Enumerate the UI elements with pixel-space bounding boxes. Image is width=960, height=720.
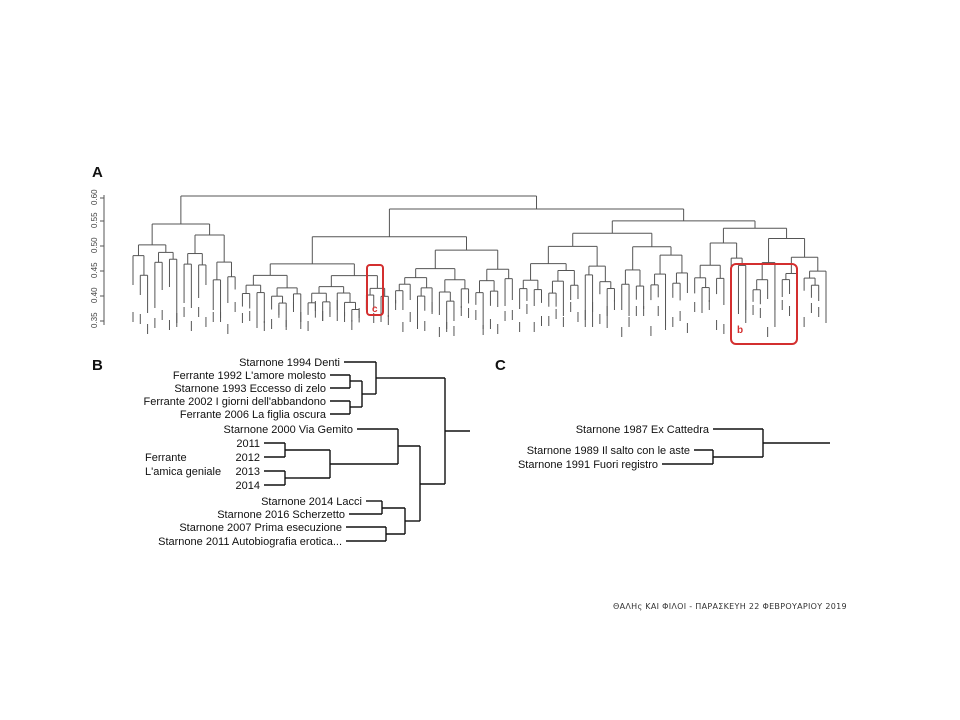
panel-a-dendrogram <box>132 195 827 337</box>
y-tick-label: 0.50 <box>90 237 99 253</box>
panel-a-label: A <box>92 164 103 181</box>
panel-b-leaf-label: Starnone 1994 Denti <box>239 357 340 369</box>
panel-b-leaf-label: Ferrante 2002 I giorni dell'abbandono <box>143 396 326 408</box>
y-tick-label: 0.45 <box>90 262 99 278</box>
panel-b-leaf-label: 2013 <box>236 466 260 478</box>
y-tick-label: 0.40 <box>90 287 99 303</box>
panel-b-leaf-label: 2014 <box>236 480 260 492</box>
y-tick-label: 0.55 <box>90 212 99 228</box>
panel-c-dendrogram <box>662 428 830 465</box>
slide-footer: ΘΑΛΗς ΚΑΙ ΦΙΛΟΙ - ΠΑΡΑΣΚΕΥΗ 22 ΦΕΒΡΟΥΑΡΙ… <box>613 602 847 611</box>
panel-b-leaf-label: 2011 <box>236 438 260 450</box>
panel-b-leaf-label: Starnone 2014 Lacci <box>261 496 362 508</box>
panel-b-leaf-label: Ferrante 2006 La figlia oscura <box>180 409 327 421</box>
panel-b-leaf-label: Ferrante 1992 L'amore molesto <box>173 370 326 382</box>
panel-c-leaf-label: Starnone 1991 Fuori registro <box>518 459 658 471</box>
panel-b-dendrogram <box>264 361 470 542</box>
panel-a-y-axis: 0.60 0.55 0.50 0.45 0.40 0.35 <box>90 189 105 328</box>
y-tick-label: 0.60 <box>90 189 99 205</box>
highlight-box-b <box>730 263 798 345</box>
panel-b-leaf-label: Starnone 2007 Prima esecuzione <box>179 522 342 534</box>
panel-c-leaf-label: Starnone 1989 Il salto con le aste <box>527 445 690 457</box>
y-tick-label: 0.35 <box>90 312 99 328</box>
panel-c-label: C <box>495 357 506 374</box>
panel-b-group-label: Ferrante <box>145 452 187 464</box>
highlight-label-b: b <box>737 325 743 336</box>
panel-b-leaf-label: Starnone 2011 Autobiografia erotica... <box>158 536 342 548</box>
panel-b-leaf-label: Starnone 2000 Via Gemito <box>224 424 353 436</box>
highlight-box-c <box>366 264 384 316</box>
panel-b-group-label: L'amica geniale <box>145 466 221 478</box>
panel-b-leaf-label: Starnone 2016 Scherzetto <box>217 509 345 521</box>
highlight-label-c: c <box>372 304 378 315</box>
panel-b-leaf-label: 2012 <box>236 452 260 464</box>
panel-b-label: B <box>92 357 103 374</box>
panel-b-leaf-label: Starnone 1993 Eccesso di zelo <box>174 383 326 395</box>
panel-c-leaf-label: Starnone 1987 Ex Cattedra <box>576 424 710 436</box>
